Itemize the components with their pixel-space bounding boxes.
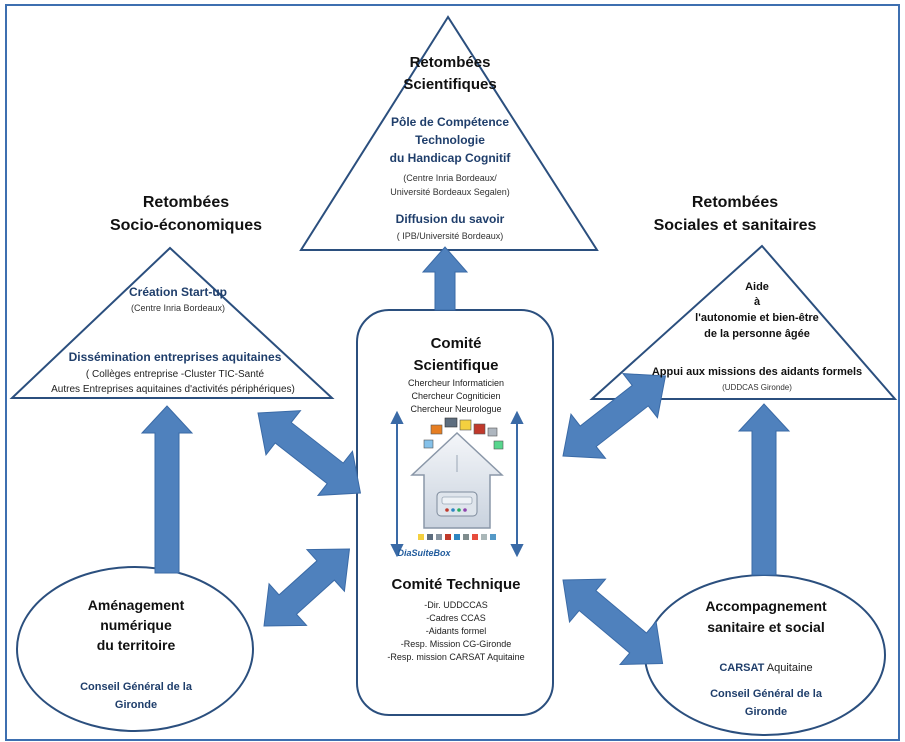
diasuitebox-house-icon [410, 431, 504, 529]
accompagnement-line2: sanitaire et social [707, 619, 825, 635]
comite-scientifique-line2: Scientifique [413, 357, 498, 374]
aide-line1: Aide [745, 281, 769, 293]
startup-sub: (Centre Inria Bordeaux) [131, 303, 225, 313]
chercheur-2: Chercheur Cogniticien [411, 391, 500, 401]
pole-line2: Technologie [415, 133, 485, 147]
double-arrow-lower-left [263, 548, 351, 627]
chercheur-1: Chercheur Informaticien [408, 378, 504, 388]
top-title-line2: Scientifiques [403, 76, 496, 93]
triangle-socio-economiques [9, 246, 335, 399]
arrow-up-right [737, 403, 791, 576]
appui-label: Appui aux missions des aidants formels [652, 366, 862, 378]
right-title-line2: Sociales et sanitaires [654, 217, 817, 234]
dissemination-sub-line2: Autres Entreprises aquitaines d'activité… [51, 384, 295, 395]
tech-member-2: -Cadres CCAS [426, 613, 486, 623]
sensor-icons-row [418, 534, 496, 540]
tech-member-5: -Resp. mission CARSAT Aquitaine [387, 652, 524, 662]
thin-arrow-right [510, 410, 524, 558]
thin-arrow-left [390, 410, 404, 558]
tech-member-4: -Resp. Mission CG-Gironde [401, 639, 512, 649]
outer-frame [5, 4, 900, 741]
amenagement-line1: Aménagement [88, 597, 185, 613]
left-org-line2: Gironde [115, 699, 157, 711]
carsat-rest: Aquitaine [764, 662, 812, 674]
left-org-line1: Conseil Général de la [80, 681, 193, 693]
carsat-bold: CARSAT [719, 662, 764, 674]
double-arrow-upper-left [257, 410, 362, 496]
tech-member-3: -Aidants formel [426, 626, 487, 636]
comite-scientifique-line1: Comité [431, 335, 482, 352]
chercheur-3: Chercheur Neurologue [410, 404, 501, 414]
diffusion-sub: ( IPB/Université Bordeaux) [397, 231, 504, 241]
appui-sub: (UDDCAS Gironde) [722, 383, 792, 392]
pole-sub-line1: (Centre Inria Bordeaux/ [403, 173, 497, 183]
dissemination-label: Dissémination entreprises aquitaines [69, 350, 282, 364]
double-arrow-lower-right [562, 578, 664, 665]
comite-technique-title: Comité Technique [392, 576, 521, 593]
device-icons-cluster [423, 417, 504, 450]
right-title-line1: Retombées [692, 194, 778, 211]
left-title-line1: Retombées [143, 194, 229, 211]
tech-member-1: -Dir. UDDCCAS [424, 600, 488, 610]
diasuitebox-caption: DiaSuiteBox [397, 548, 451, 558]
triangle-sociales-sanitaires [589, 244, 898, 400]
startup-label: Création Start-up [129, 285, 227, 299]
arrow-center-to-scientifiques [421, 246, 469, 311]
pole-sub-line2: Université Bordeaux Segalen) [390, 187, 510, 197]
arrow-up-left [140, 405, 194, 574]
aide-line2: à [754, 296, 761, 308]
right-org-line1: Conseil Général de la [710, 688, 823, 700]
amenagement-line2: numérique [100, 617, 172, 633]
top-title-line1: Retombées [410, 54, 491, 71]
right-org-line2: Gironde [745, 706, 787, 718]
double-arrow-upper-right [562, 373, 667, 459]
aide-line4: de la personne âgée [704, 328, 810, 340]
pole-line3: du Handicap Cognitif [390, 151, 512, 165]
pole-line1: Pôle de Compétence [391, 115, 509, 129]
ellipse-amenagement [16, 566, 254, 732]
carsat-label: CARSAT Aquitaine [719, 662, 812, 674]
aide-line3: l'autonomie et bien-être [695, 312, 819, 324]
accompagnement-line1: Accompagnement [705, 598, 827, 614]
diffusion-label: Diffusion du savoir [396, 212, 505, 226]
amenagement-line3: du territoire [97, 637, 176, 653]
left-title-line2: Socio-économiques [110, 217, 262, 234]
dissemination-sub-line1: ( Collèges entreprise -Cluster TIC-Santé [86, 369, 265, 380]
triangle-scientifiques [299, 15, 599, 251]
